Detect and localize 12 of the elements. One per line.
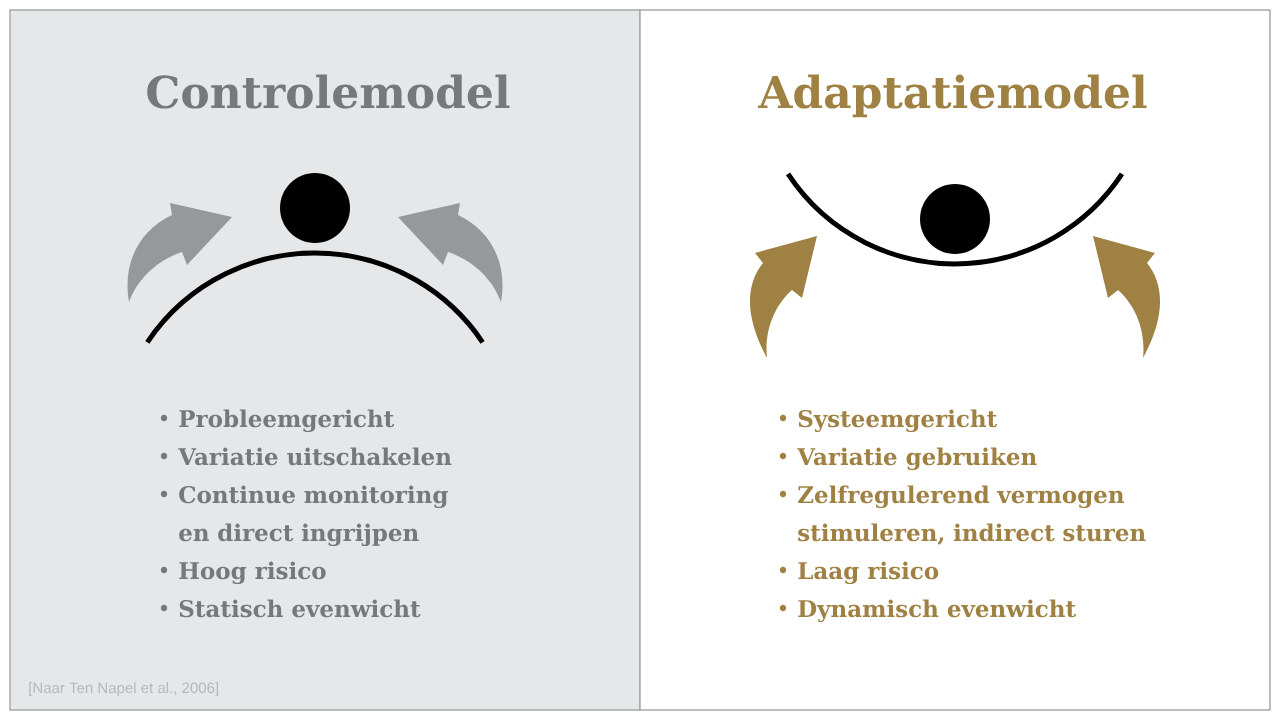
list-item: Systeemgericht: [798, 409, 998, 433]
list-item: Statisch evenwicht: [179, 599, 421, 618]
list-item: Probleemgericht: [179, 409, 395, 433]
list-item: Continue monitoring en direct ingrijpen: [179, 485, 448, 547]
list-item: Variatie uitschakelen: [178, 447, 452, 466]
list-item: Hoog risico: [179, 561, 326, 585]
panel-title: Controlemodel: [147, 74, 510, 109]
list-item: Zelfregulerend vermogen stimuleren, indirect sturen: [798, 485, 1146, 545]
list-item: Dynamisch evenwicht: [798, 599, 1076, 623]
list-item: Variatie gebruiken: [797, 447, 1037, 471]
list-item: Laag risico: [798, 561, 939, 585]
panel-title: Adaptatiemodel: [757, 74, 1147, 118]
